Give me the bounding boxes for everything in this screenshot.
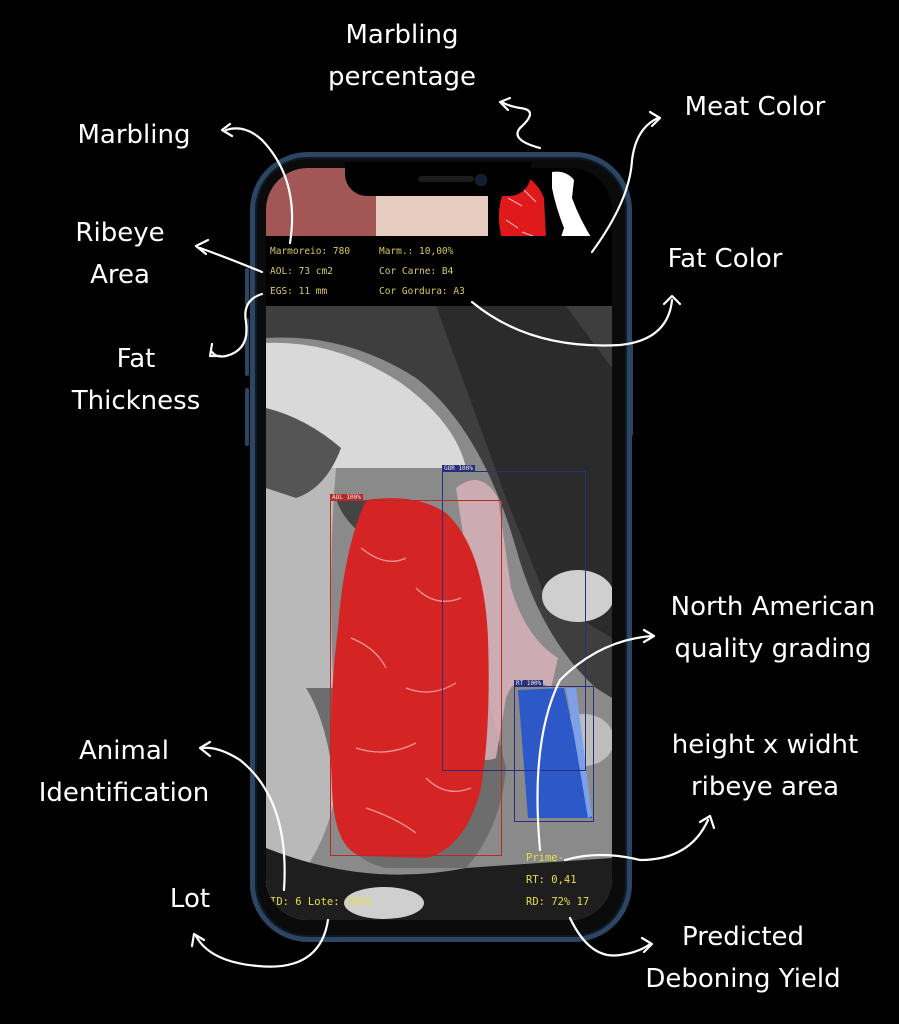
quality-grade: Prime- xyxy=(526,852,564,864)
ribeye-bounding-box xyxy=(330,500,502,856)
phone-side-button xyxy=(245,268,249,306)
ribeye-mask xyxy=(330,498,489,858)
callout-marbling: Marbling xyxy=(77,120,191,150)
callout-meat-color: Meat Color xyxy=(684,92,826,122)
fat-box-label: GOR 100% xyxy=(442,465,475,472)
callout-predicted-deboning-yield: Predicted Deboning Yield xyxy=(645,922,841,994)
phone-volume-up-button xyxy=(245,318,249,376)
fat-color-value: Cor Gordura: A3 xyxy=(379,286,465,297)
ribeye-area-value: AOL: 73 cm2 xyxy=(270,266,333,277)
fat-thickness-value: EGS: 11 mm xyxy=(270,286,328,297)
marbling-percentage-value: Marm.: 10,00% xyxy=(379,246,454,257)
marbling-score: Marmoreio: 780 xyxy=(270,246,351,257)
callout-marbling-percentage: Marbling percentage xyxy=(327,20,476,92)
ribeye-box-label: AOL 100% xyxy=(330,494,363,501)
front-camera xyxy=(475,174,487,186)
phone-volume-down-button xyxy=(245,388,249,446)
dimension-bounding-box xyxy=(514,686,594,822)
stats-panel xyxy=(266,236,612,306)
animal-lot-identification: ID: 6 Lote: 2604 xyxy=(270,896,372,908)
deboning-yield-value: RD: 72% 17 xyxy=(526,896,590,908)
callout-fat-color: Fat Color xyxy=(667,244,783,274)
phone-speaker xyxy=(418,176,474,182)
callout-lot: Lot xyxy=(169,884,211,914)
arrow-marbling-percentage xyxy=(500,100,542,150)
app-screen: AOL 100% GOR 100% RT 100% Marmoreio: 780… xyxy=(266,168,612,920)
meat-color-value: Cor Carne: B4 xyxy=(379,266,454,277)
dimension-box-label: RT 100% xyxy=(514,680,544,687)
phone-power-button xyxy=(629,340,633,436)
callout-north-american-grading: North American quality grading xyxy=(670,592,876,664)
callout-fat-thickness: Fat Thickness xyxy=(71,344,201,416)
callout-height-width: height x widht ribeye area xyxy=(671,730,859,802)
callout-animal-identification: Animal Identification xyxy=(38,736,210,808)
callout-ribeye-area: Ribeye Area xyxy=(75,218,165,290)
rt-value: RT: 0,41 xyxy=(526,874,577,886)
